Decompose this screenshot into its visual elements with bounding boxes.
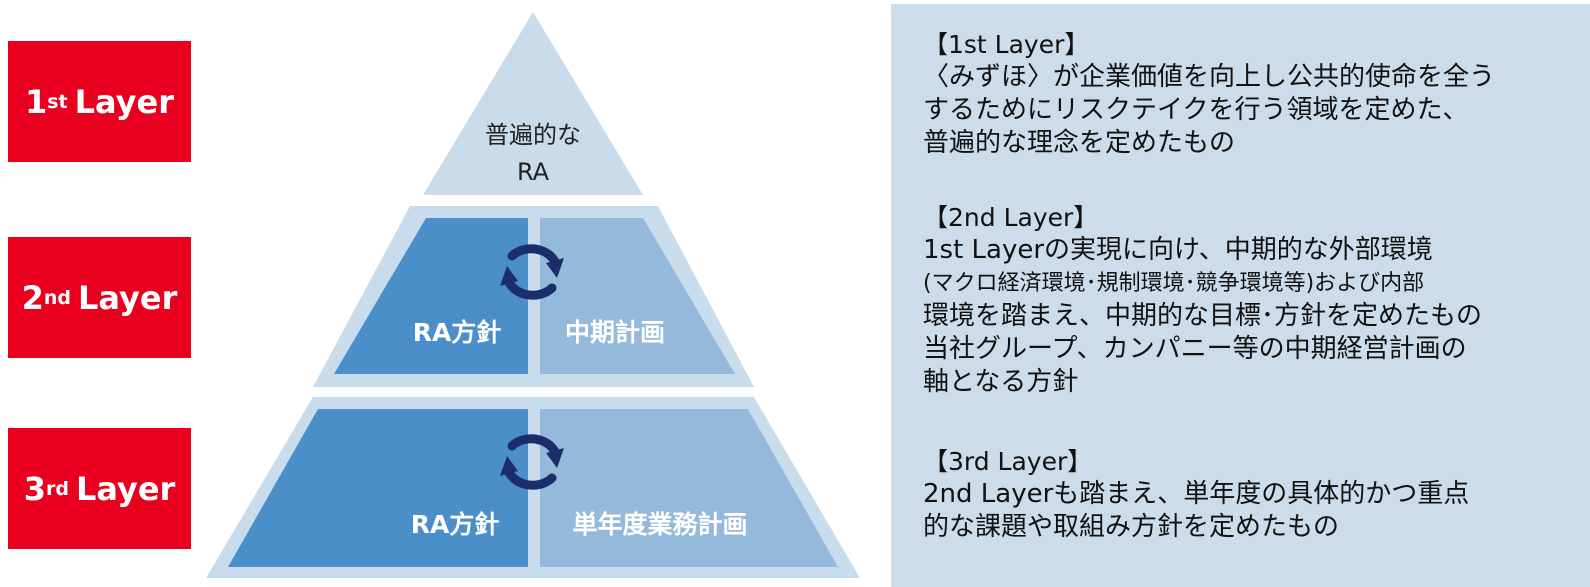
layer-2-text-line: 当社グループ、カンパニー等の中期経営計画の <box>923 334 1467 364</box>
pyramid-middle-left-block <box>334 218 528 374</box>
layer-2-description: 【2nd Layer】 1st Layerの実現に向け、中期的な外部環境 (マク… <box>923 201 1582 399</box>
layer-2-text-line: (マクロ経済環境･規制環境･競争環境等)および内部 <box>923 271 1425 296</box>
layer-2-text-line: 環境を踏まえ、中期的な目標･方針を定めたもの <box>923 301 1483 331</box>
layer-3-heading: 【3rd Layer】 <box>923 447 1093 476</box>
pyramid-top-label-line2: RA <box>517 158 550 186</box>
layer-3-num: 3 <box>23 469 46 508</box>
layer-1-heading: 【1st Layer】 <box>923 30 1090 59</box>
layer-2-text-line: 1st Layerの実現に向け、中期的な外部環境 <box>923 235 1433 265</box>
layer-1-text-line: 〈みずほ〉が企業価値を向上し公共的使命を全う <box>923 62 1496 92</box>
layer-description-panel: 【1st Layer】 〈みずほ〉が企業価値を向上し公共的使命を全う するために… <box>891 4 1590 587</box>
ra-pyramid: 普遍的な RA RA方針 中期計画 RA方針 単年度業務計画 <box>206 12 860 578</box>
layer-1-description: 【1st Layer】 〈みずほ〉が企業価値を向上し公共的使命を全う するために… <box>923 28 1582 160</box>
layer-2-text-line: 軸となる方針 <box>923 367 1079 397</box>
pyramid-top-label-line1: 普遍的な <box>485 121 581 149</box>
pyramid-bottom-right-label: 単年度業務計画 <box>572 510 747 539</box>
pyramid-middle-right-block <box>540 218 735 374</box>
layer-2-num: 2 <box>21 278 44 317</box>
pyramid-middle-left-label: RA方針 <box>413 318 502 347</box>
cycle-arrow-icon <box>500 434 564 490</box>
layer-3-text-line: 2nd Layerも踏まえ、単年度の具体的かつ重点 <box>923 479 1470 509</box>
layer-1-text-line: 普遍的な理念を定めたもの <box>923 128 1236 158</box>
pyramid-bottom-right-block <box>540 409 838 567</box>
cycle-arrow-icon <box>500 244 564 300</box>
pyramid-top-tier <box>423 12 643 195</box>
layer-3-word: Layer <box>75 469 176 508</box>
layer-1-word: Layer <box>74 82 174 121</box>
layer-1-num: 1 <box>24 82 48 121</box>
layer-2-word: Layer <box>78 278 178 317</box>
pyramid-bottom-left-block <box>228 409 528 567</box>
layer-3-description: 【3rd Layer】 2nd Layerも踏まえ、単年度の具体的かつ重点 的な… <box>923 445 1582 544</box>
layer-3-text-line: 的な課題や取組み方針を定めたもの <box>923 512 1340 542</box>
layer-1-text-line: するためにリスクテイクを行う領域を定めた、 <box>923 95 1469 125</box>
layer-2-heading: 【2nd Layer】 <box>923 203 1099 232</box>
pyramid-middle-right-label: 中期計画 <box>565 318 665 347</box>
pyramid-bottom-left-label: RA方針 <box>411 510 500 539</box>
